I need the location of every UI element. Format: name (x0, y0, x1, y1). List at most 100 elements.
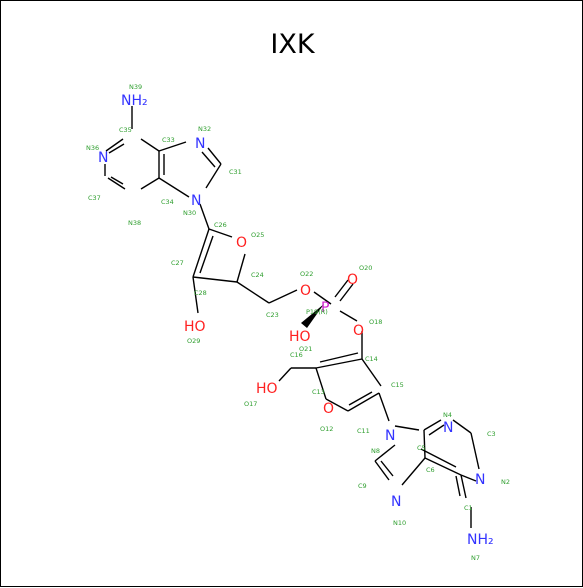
bond-3 (140, 138, 160, 152)
bond-19 (192, 276, 238, 283)
bond-34 (347, 392, 380, 412)
bond-31 (319, 352, 359, 363)
bond-13 (205, 163, 222, 189)
atom-index-label: N2 (501, 478, 510, 486)
atom-label-n4: N (443, 420, 453, 436)
bond-47 (460, 474, 467, 499)
bond-14 (158, 177, 190, 198)
atom-label-ho21: HO (289, 329, 311, 345)
bond-50 (460, 474, 477, 482)
atom-index-label: C28 (194, 289, 207, 297)
atom-label-ho17: HO (256, 381, 278, 397)
atom-label-o20: O (347, 272, 358, 288)
atom-index-label: O22 (300, 270, 313, 278)
atom-label-n10: N (391, 494, 401, 510)
atom-index-label: C14 (365, 355, 378, 363)
bond-48 (455, 475, 461, 497)
atom-index-label: N30 (183, 209, 196, 217)
bond-29 (361, 358, 382, 387)
atom-index-label: N4 (443, 411, 452, 419)
atom-label-o12: O (323, 401, 334, 417)
bond-16 (208, 228, 233, 238)
bond-53 (452, 419, 472, 434)
bond-33 (325, 398, 349, 412)
bond-11 (207, 147, 222, 165)
bond-18 (199, 235, 214, 274)
bond-15 (199, 203, 210, 230)
bond-26 (339, 283, 354, 302)
bond-40 (374, 444, 396, 462)
atom-label-o18: O (353, 323, 364, 339)
bond-44 (423, 429, 426, 459)
atom-label-n36: N (98, 150, 108, 166)
bond-7 (107, 177, 126, 190)
stereo-wedge-bond (301, 304, 324, 328)
bond-1 (105, 138, 124, 152)
atom-index-label: C3 (487, 430, 496, 438)
bond-38 (378, 392, 390, 422)
atom-index-label: O18 (369, 318, 382, 326)
atom-index-label: N10 (393, 519, 406, 527)
atom-label-n32: N (195, 136, 205, 152)
atom-label-ho29: HO (184, 319, 206, 335)
atom-index-label: C24 (251, 271, 264, 279)
atom-index-label: C1 (464, 504, 473, 512)
atom-label-n8: N (385, 428, 395, 444)
atom-index-label: C13 (312, 388, 325, 396)
atom-index-label: O25 (251, 231, 264, 239)
atom-index-label: C5 (417, 444, 426, 452)
bond-23 (268, 289, 298, 304)
atom-index-label: C16 (290, 351, 303, 359)
atom-label-o22: O (300, 283, 311, 299)
bond-43 (401, 457, 426, 486)
atom-label-nh2_top: NH₂ (121, 93, 148, 109)
atom-index-label: O20 (359, 264, 372, 272)
atom-label-o25: O (236, 235, 247, 251)
atom-index-label: C27 (171, 259, 184, 267)
bond-2 (108, 143, 125, 154)
atom-index-label: C34 (161, 198, 174, 206)
atom-index-label: C23 (266, 311, 279, 319)
bond-51 (423, 419, 442, 431)
bond-52 (428, 424, 445, 436)
atom-index-label: N7 (471, 554, 480, 562)
bond-6 (140, 177, 160, 190)
atom-index-label: P19(R) (306, 308, 328, 316)
atom-index-label: N32 (198, 125, 211, 133)
atom-label-nh2_bottom: NH₂ (467, 532, 494, 548)
atom-index-label: O21 (299, 345, 312, 353)
bond-39 (394, 425, 420, 431)
bond-25 (334, 279, 349, 298)
atom-label-p19: P (321, 300, 329, 316)
atom-index-label: N38 (128, 219, 141, 227)
bond-10 (158, 141, 187, 152)
bond-12 (201, 151, 216, 168)
bond-17 (192, 228, 210, 278)
bond-20 (236, 253, 246, 283)
bond-46 (420, 448, 457, 468)
bond-42 (380, 460, 394, 477)
atom-index-label: O29 (187, 337, 200, 345)
bond-30 (315, 358, 363, 369)
bond-8 (110, 176, 124, 185)
atom-label-n30: N (191, 193, 201, 209)
atom-index-label: N39 (129, 83, 142, 91)
bond-54 (470, 432, 480, 470)
atom-index-label: C35 (119, 126, 132, 134)
atom-index-label: C11 (357, 427, 370, 435)
diagram-title: IXK (270, 29, 315, 60)
atom-index-label: N36 (86, 144, 99, 152)
bond-22 (236, 281, 270, 304)
bond-21 (192, 276, 199, 314)
atom-index-label: C6 (426, 466, 435, 474)
atom-index-label: C33 (162, 136, 175, 144)
bond-27 (339, 310, 358, 322)
atom-index-label: C15 (391, 381, 404, 389)
bond-35 (348, 391, 373, 406)
atom-index-label: O17 (244, 400, 257, 408)
bond-45 (424, 457, 462, 476)
bond-32 (315, 367, 327, 400)
atom-index-label: N8 (371, 447, 380, 455)
